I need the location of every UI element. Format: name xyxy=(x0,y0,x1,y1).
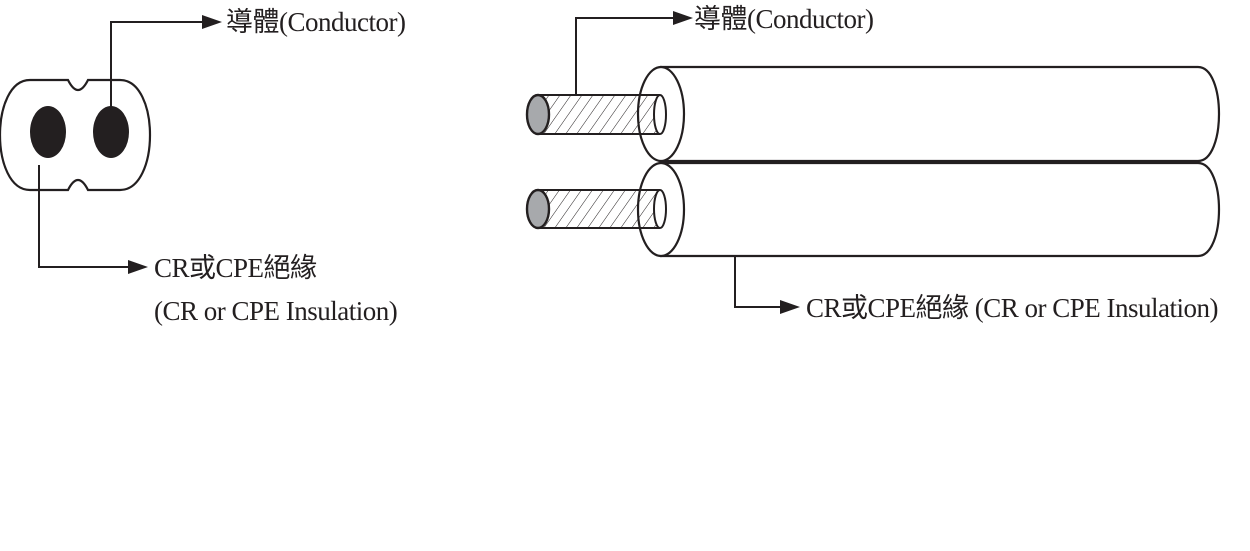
conductor-top-body xyxy=(538,95,660,134)
wire-top xyxy=(525,65,1220,163)
insulation-arrowhead xyxy=(128,260,148,274)
cross-section-view xyxy=(0,15,222,274)
wire-bottom xyxy=(525,161,1220,258)
side-insulation-leader-line xyxy=(734,256,788,308)
side-view-insulation-label: CR或CPE絕緣 (CR or CPE Insulation) xyxy=(806,293,1219,323)
conductor-top-end xyxy=(525,93,551,136)
side-view xyxy=(525,11,1220,314)
cross-section-insulation-label: CR或CPE絕緣 xyxy=(154,253,317,283)
conductor-leader-line xyxy=(110,21,218,119)
conductor-arrowhead xyxy=(202,15,222,29)
sheath-bottom xyxy=(659,161,1220,258)
side-conductor-leader-line xyxy=(575,17,686,96)
conductor-bottom-body xyxy=(538,190,660,228)
side-conductor-arrowhead xyxy=(673,11,693,25)
conductor-bottom-end xyxy=(525,188,551,230)
conductor-top-tip xyxy=(653,94,667,135)
sheath-top xyxy=(659,65,1220,163)
cross-section-insulation-label-english: (CR or CPE Insulation) xyxy=(154,296,398,326)
conductor-right xyxy=(93,106,129,158)
insulation-leader-line xyxy=(38,165,140,268)
side-view-conductor-label: 導體(Conductor) xyxy=(694,4,874,34)
conductor-bottom-tip xyxy=(653,189,667,229)
side-insulation-arrowhead xyxy=(780,300,800,314)
cross-section-conductor-label: 導體(Conductor) xyxy=(226,7,406,37)
conductor-left xyxy=(30,106,66,158)
